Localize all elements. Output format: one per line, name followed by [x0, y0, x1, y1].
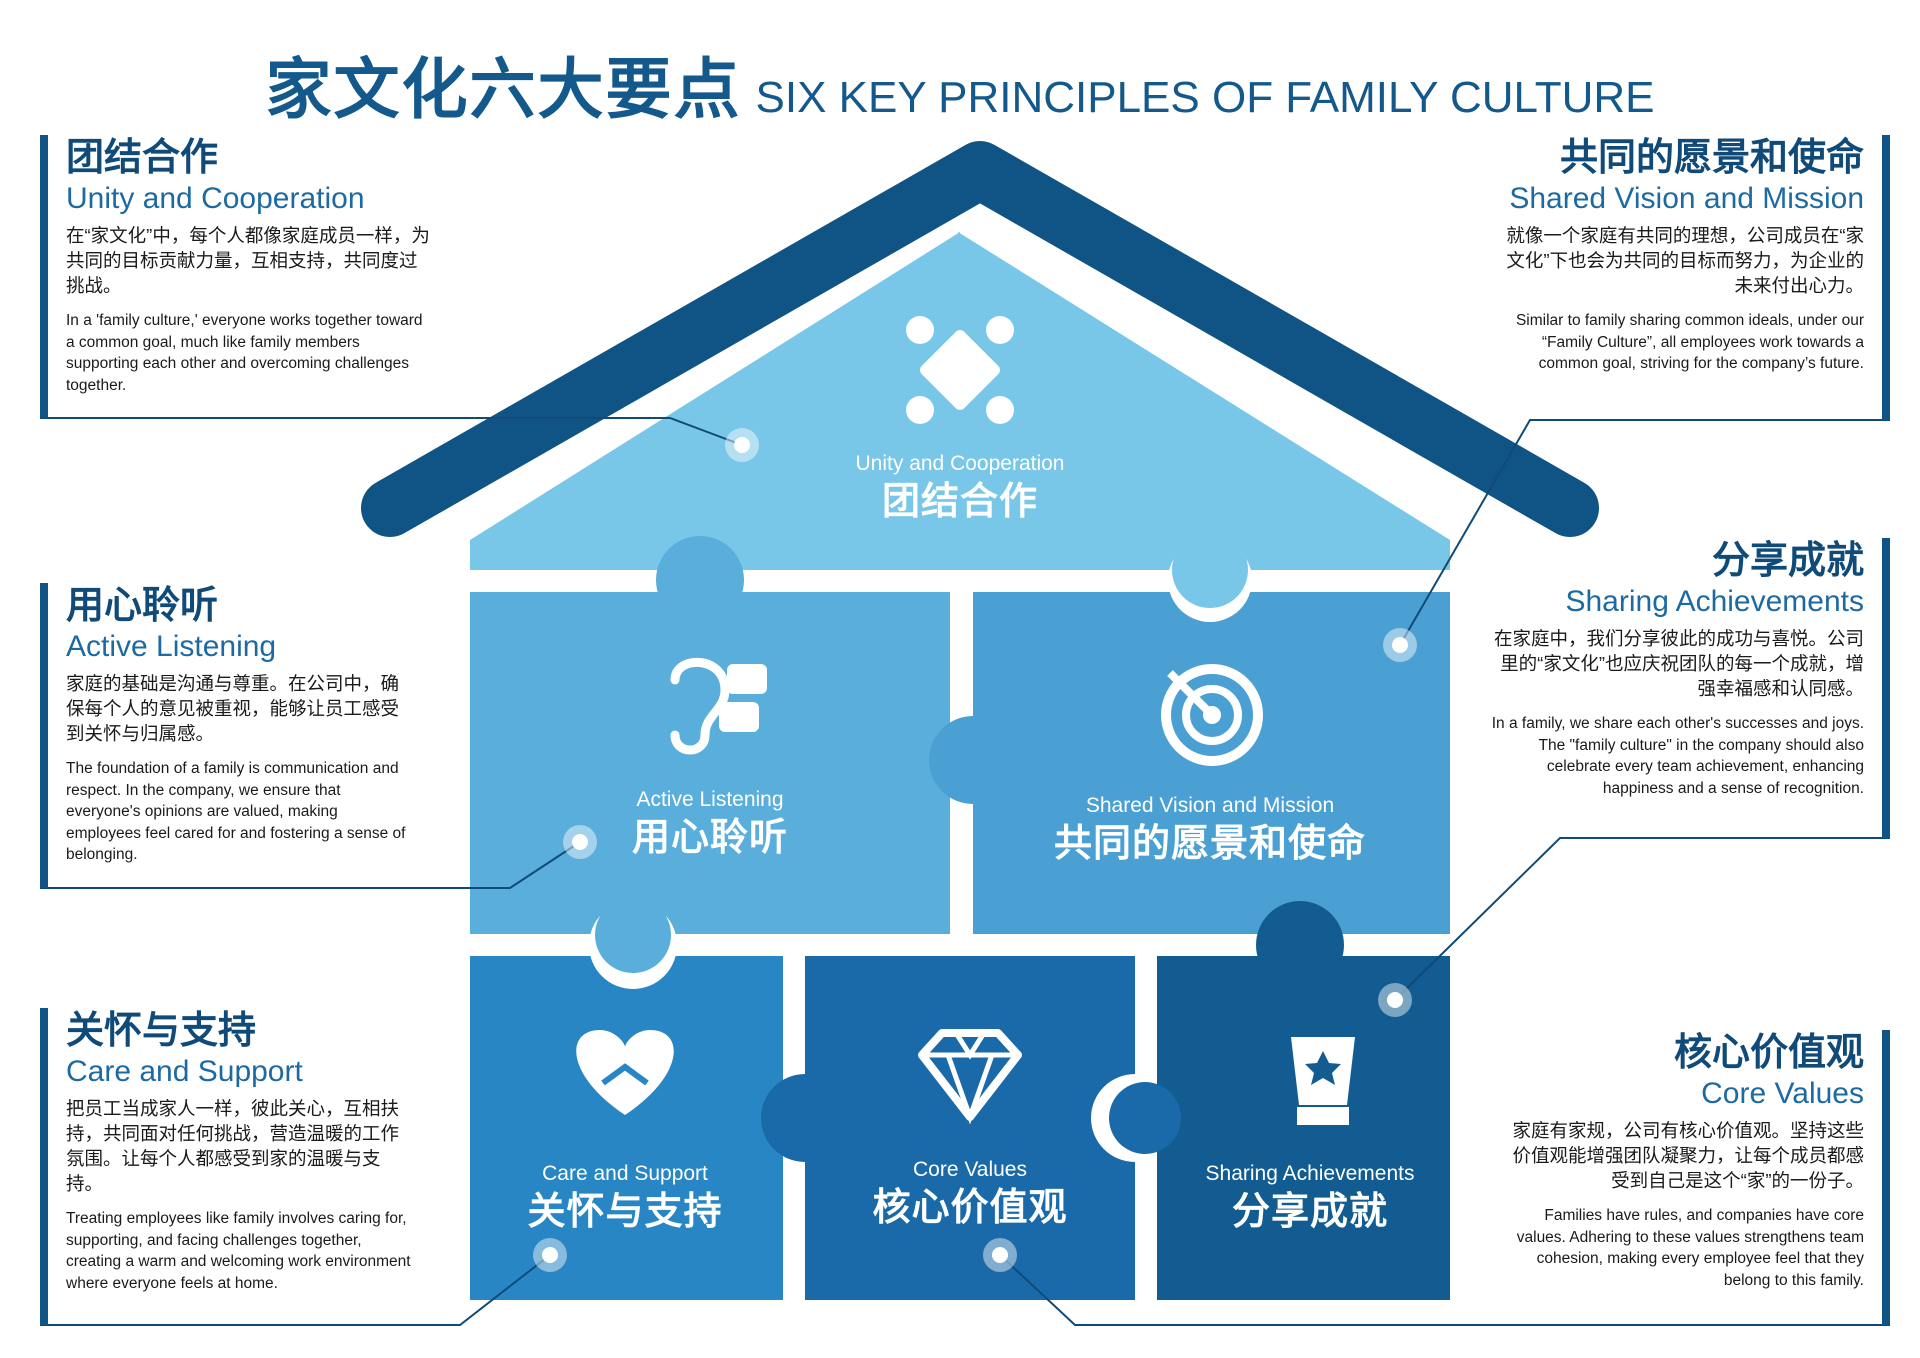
piece-label-achievements: Sharing Achievements 分享成就 — [1160, 1160, 1460, 1236]
connector-dot-care — [533, 1238, 567, 1272]
piece-care-en: Care and Support — [542, 1162, 708, 1185]
panel-accent-bar — [40, 135, 48, 418]
panel-listening: 用心聆听 Active Listening 家庭的基础是沟通与尊重。在公司中，确… — [40, 583, 415, 888]
puzzle-knob-achievements-top — [1256, 901, 1344, 989]
puzzle-piece-care — [470, 956, 783, 1300]
piece-unity-en: Unity and Cooperation — [855, 452, 1065, 475]
puzzle-knob-achievements-left — [1109, 1082, 1181, 1154]
people-puzzle-icon — [906, 316, 1014, 424]
piece-listening-zh: 用心聆听 — [631, 817, 788, 859]
puzzle-knob-vision-left — [929, 716, 1017, 804]
puzzle-piece-listening — [470, 592, 950, 934]
connector-dot-values — [983, 1238, 1017, 1272]
panel-vision: 共同的愿景和使命 Shared Vision and Mission 就像一个家… — [1490, 135, 1890, 420]
panel-accent-bar — [1882, 135, 1890, 420]
panel-listening-en-desc: The foundation of a family is communicat… — [66, 760, 406, 863]
piece-care-zh: 关怀与支持 — [527, 1191, 723, 1233]
piece-label-care: Care and Support 关怀与支持 — [465, 1160, 785, 1236]
panel-listening-zh-title: 用心聆听 — [66, 585, 219, 627]
panel-achievements-en-desc: In a family, we share each other's succe… — [1491, 715, 1864, 797]
piece-unity-zh: 团结合作 — [881, 481, 1038, 523]
connector-dot-vision — [1383, 628, 1417, 662]
panel-values: 核心价值观 Core Values 家庭有家规，公司有核心价值观。坚持这些价值观… — [1505, 1030, 1890, 1325]
puzzle-piece-unity — [470, 232, 960, 570]
heart-handshake-icon — [576, 1030, 674, 1115]
diamond-icon — [918, 1029, 1022, 1125]
puzzle-knob-listening-bottom — [595, 897, 671, 973]
piece-label-vision: Shared Vision and Mission 共同的愿景和使命 — [1010, 792, 1410, 868]
puzzle-piece-values — [805, 956, 1135, 1300]
panel-care-en-title: Care and Support — [66, 1055, 303, 1088]
panel-unity: 团结合作 Unity and Cooperation 在“家文化”中，每个人都像… — [40, 135, 430, 418]
panel-accent-bar — [40, 583, 48, 888]
panel-vision-en-desc: Similar to family sharing common ideals,… — [1515, 312, 1864, 372]
piece-vision-zh: 共同的愿景和使命 — [1053, 823, 1366, 865]
page-title-en: SIX KEY PRINCIPLES OF FAMILY CULTURE — [755, 73, 1655, 122]
piece-label-values: Core Values 核心价值观 — [810, 1156, 1130, 1232]
piece-achievements-zh: 分享成就 — [1231, 1191, 1388, 1233]
panel-achievements-zh-title: 分享成就 — [1711, 540, 1864, 582]
puzzle-piece-unity-right — [958, 232, 1450, 570]
panel-accent-bar — [1882, 1030, 1890, 1325]
panel-care: 关怀与支持 Care and Support 把员工当成家人一样，彼此关心，互相… — [40, 1008, 415, 1325]
piece-values-zh: 核心价值观 — [872, 1187, 1068, 1229]
panel-values-en-title: Core Values — [1701, 1077, 1864, 1110]
panel-accent-bar — [40, 1008, 48, 1325]
panel-unity-zh-title: 团结合作 — [66, 137, 219, 179]
piece-values-en: Core Values — [912, 1158, 1027, 1181]
puzzle-piece-achievements — [1157, 956, 1450, 1300]
piece-vision-en: Shared Vision and Mission — [1085, 794, 1335, 817]
panel-care-zh-title: 关怀与支持 — [66, 1010, 257, 1052]
panel-listening-zh-desc: 家庭的基础是沟通与尊重。在公司中，确保每个人的意见被重视，能够让员工感受到关怀与… — [66, 673, 400, 744]
piece-label-listening: Active Listening 用心聆听 — [510, 786, 910, 862]
panel-vision-zh-title: 共同的愿景和使命 — [1559, 137, 1864, 179]
target-icon — [1161, 664, 1263, 766]
connector-dot-listening — [563, 825, 597, 859]
panel-unity-zh-desc: 在“家文化”中，每个人都像家庭成员一样，为共同的目标贡献力量，互相支持，共同度过… — [66, 225, 430, 296]
panel-unity-en-title: Unity and Cooperation — [66, 182, 365, 215]
piece-achievements-en: Sharing Achievements — [1205, 1162, 1415, 1185]
panel-care-en-desc: Treating employees like family involves … — [66, 1210, 411, 1292]
panel-achievements: 分享成就 Sharing Achievements 在家庭中，我们分享彼此的成功… — [1485, 538, 1890, 838]
panel-values-zh-desc: 家庭有家规，公司有核心价值观。坚持这些价值观能增强团队凝聚力，让每个成员都感受到… — [1512, 1120, 1864, 1191]
roof — [361, 141, 1599, 537]
panel-listening-en-title: Active Listening — [66, 630, 277, 663]
panel-accent-bar — [1882, 538, 1890, 838]
panel-unity-en-desc: In a 'family culture,' everyone works to… — [66, 312, 423, 394]
piece-listening-en: Active Listening — [636, 788, 784, 811]
puzzle-knob-values-left — [761, 1074, 849, 1162]
panel-values-zh-title: 核心价值观 — [1673, 1032, 1864, 1074]
panel-achievements-zh-desc: 在家庭中，我们分享彼此的成功与喜悦。公司里的“家文化”也应庆祝团队的每一个成就，… — [1493, 628, 1864, 699]
panel-values-en-desc: Families have rules, and companies have … — [1516, 1207, 1864, 1289]
panel-vision-en-title: Shared Vision and Mission — [1509, 182, 1864, 215]
connector-lines — [40, 417, 1890, 1326]
puzzle-knob-listening-top — [656, 536, 744, 624]
puzzle-knob-unity-bottom — [1172, 532, 1248, 608]
page-title: 家文化六大要点 SIX KEY PRINCIPLES OF FAMILY CULT… — [0, 36, 1920, 132]
panel-care-zh-desc: 把员工当成家人一样，彼此关心，互相扶持，共同面对任何挑战，营造温暖的工作氛围。让… — [66, 1098, 400, 1194]
panel-vision-zh-desc: 就像一个家庭有共同的理想，公司成员在“家文化”下也会为共同的目标而努力，为企业的… — [1506, 225, 1864, 296]
panel-achievements-en-title: Sharing Achievements — [1565, 585, 1864, 618]
connector-dot-achievements — [1378, 983, 1412, 1017]
connector-dot-unity — [725, 428, 759, 462]
piece-label-unity: Unity and Cooperation 团结合作 — [760, 450, 1160, 526]
ear-speech-icon — [670, 657, 767, 755]
trophy-icon — [1291, 1037, 1355, 1125]
page-title-zh: 家文化六大要点 — [265, 52, 742, 126]
